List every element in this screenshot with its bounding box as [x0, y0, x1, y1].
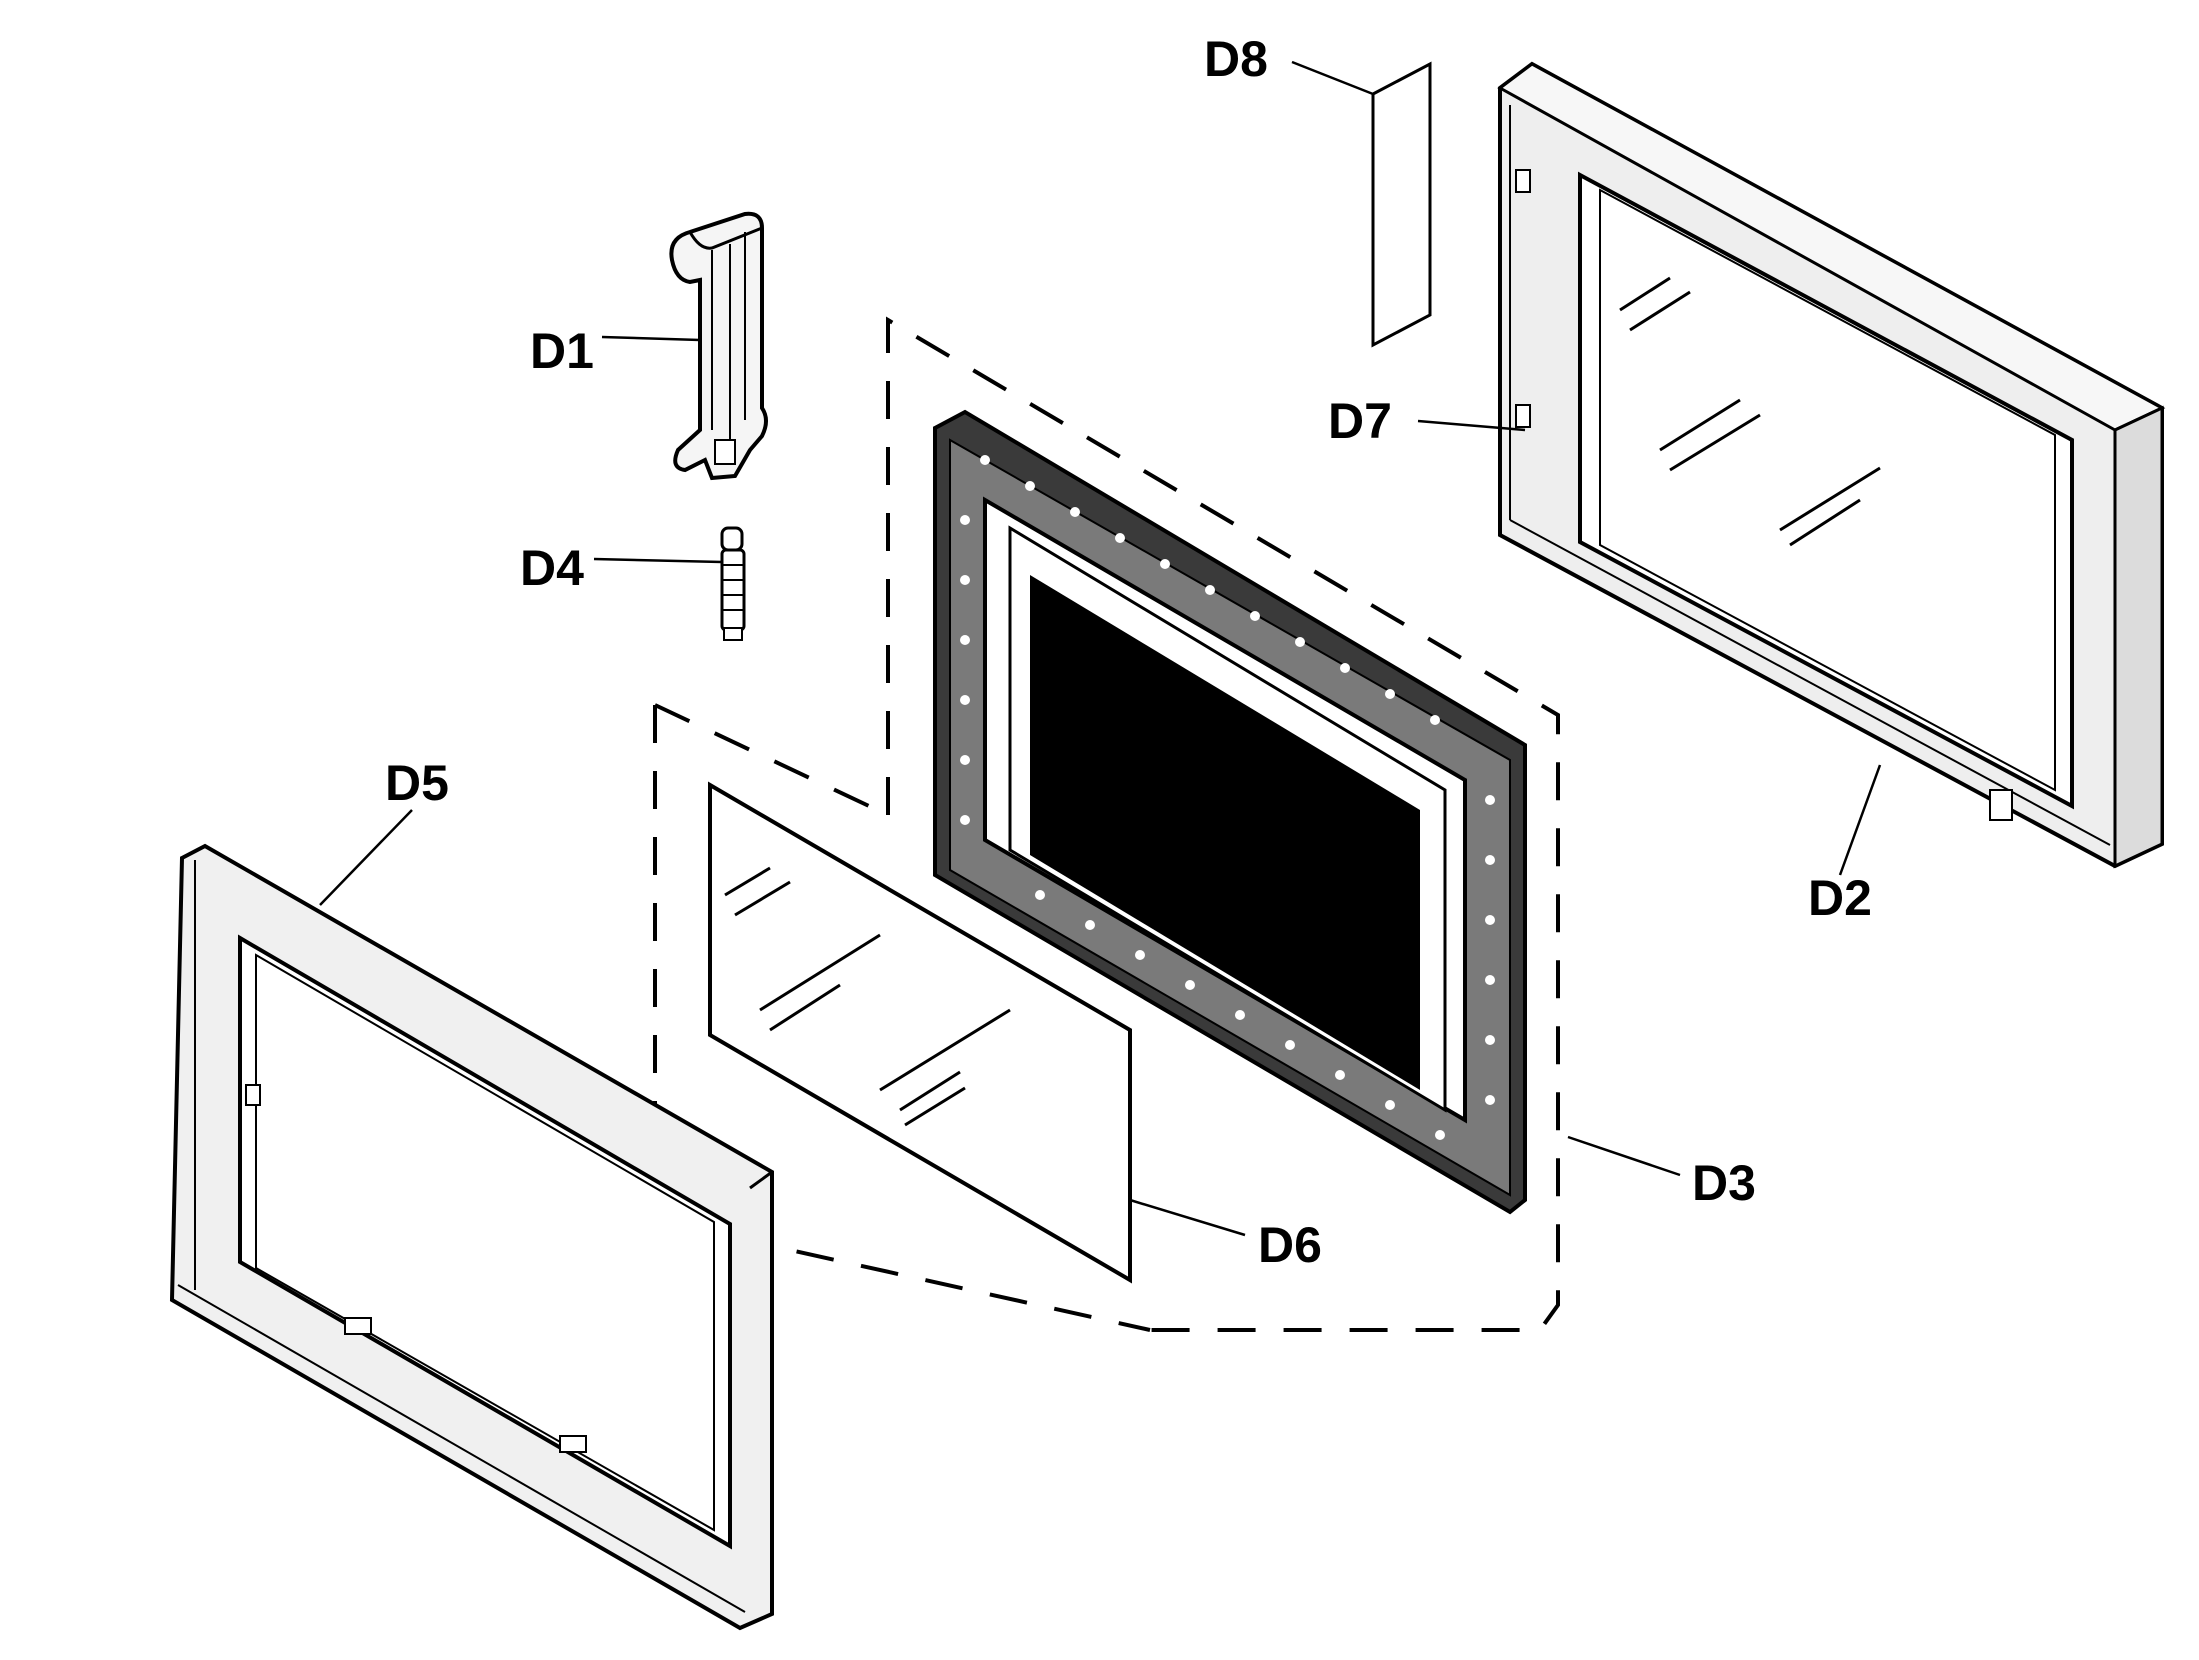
leader-d7 [1417, 419, 1526, 432]
part-d3-assembly-outline [653, 316, 1560, 1332]
part-d3-inner-frame [933, 409, 1527, 1215]
label-d2: D2 [1808, 870, 1872, 926]
part-d2-door-frame [1497, 61, 2166, 869]
leader-d2 [1838, 764, 1882, 876]
leader-d5 [319, 809, 413, 906]
part-d5-front-frame [169, 843, 774, 1631]
label-d1: D1 [530, 323, 594, 379]
label-d3: D3 [1692, 1155, 1756, 1211]
label-d4: D4 [520, 540, 584, 596]
leader-d4 [593, 557, 723, 564]
label-d5: D5 [385, 755, 449, 811]
label-d8: D8 [1204, 31, 1268, 87]
part-d1-latch [669, 211, 768, 481]
leader-d6 [1129, 1198, 1246, 1237]
leader-d3 [1567, 1135, 1681, 1177]
part-d4-spring [720, 526, 746, 641]
part-d8-strip [1371, 61, 1432, 348]
leader-lines [319, 60, 1882, 1237]
leader-d8 [1291, 60, 1374, 96]
label-d6: D6 [1258, 1217, 1322, 1273]
label-d7: D7 [1328, 393, 1392, 449]
part-d6-glass-panel [708, 781, 1132, 1284]
leader-d1 [601, 335, 701, 342]
